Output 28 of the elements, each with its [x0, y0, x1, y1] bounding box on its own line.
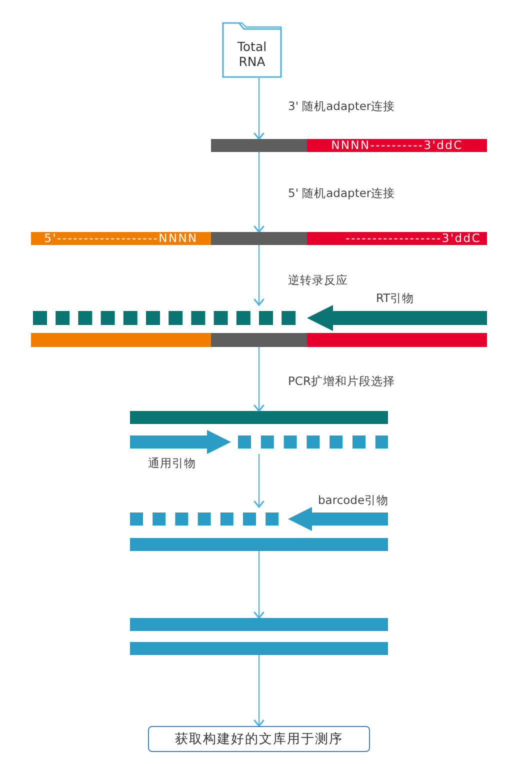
strand-bar [130, 411, 388, 424]
sequence-segment: 5'-------------------NNNN [31, 232, 211, 245]
edge-label: 3' 随机adapter连接 [288, 99, 396, 113]
arrow [253, 655, 265, 727]
strand-bar [130, 538, 388, 551]
strand-bar [211, 139, 307, 152]
arrow [253, 347, 265, 412]
node-label: Total RNA [236, 39, 268, 69]
strand-bar [211, 232, 307, 245]
strand-bar [307, 333, 487, 347]
arrow [253, 551, 265, 619]
strand-bar [211, 333, 307, 347]
primer-label: RT引物 [376, 291, 414, 305]
sequence-segment: ------------------3'ddC [307, 232, 487, 245]
arrow [253, 78, 265, 140]
edge-label: 5' 随机adapter连接 [288, 186, 396, 200]
strand-bar [130, 642, 388, 655]
primer-label: 通用引物 [148, 456, 196, 470]
arrow [253, 245, 265, 306]
arrow [253, 152, 265, 233]
process-box: 获取构建好的文库用于测序 [148, 726, 370, 752]
strand-bar [31, 333, 211, 347]
strand-bar [130, 618, 388, 631]
edge-label: PCR扩增和片段选择 [288, 374, 395, 388]
edge-label: 逆转录反应 [288, 273, 348, 287]
primer-label: barcode引物 [318, 493, 389, 507]
arrow [253, 454, 265, 508]
sequence-segment: NNNN----------3'ddC [307, 139, 487, 152]
